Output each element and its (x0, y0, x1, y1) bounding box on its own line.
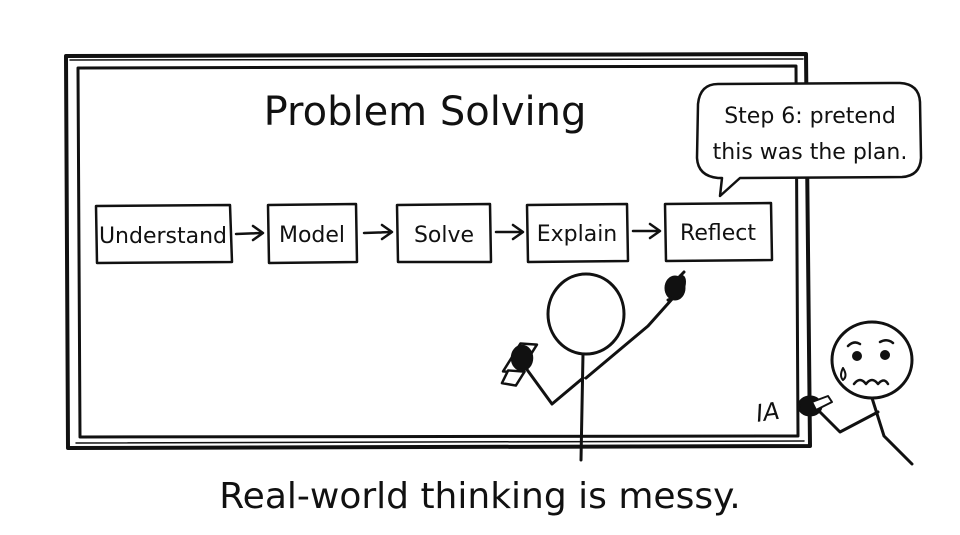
teacher-head (546, 272, 626, 356)
speech-line-2: this was the plan. (713, 140, 908, 165)
arrow-icon (234, 224, 265, 242)
stick-figure-teacher (518, 270, 686, 462)
step-box-solve (395, 202, 493, 264)
flow-arrows (234, 222, 662, 242)
teacher-body (579, 352, 585, 462)
arrow-icon (362, 223, 394, 241)
caption: Real-world thinking is messy. (219, 476, 740, 517)
step-box-explain (525, 202, 630, 264)
step-box-model (266, 202, 359, 265)
worried-arm (816, 408, 880, 434)
step-label-reflect: Reflect (680, 221, 756, 246)
worried-brows (846, 339, 895, 348)
step-labels: Understand Model Solve Explain Reflect (99, 221, 756, 249)
worried-mouth (852, 378, 890, 386)
scribble-text: IA (754, 397, 781, 428)
process-flow (94, 201, 774, 265)
step-label-model: Model (279, 223, 345, 248)
stick-figure-worried (797, 320, 914, 466)
teacher-left-arm (518, 358, 585, 406)
sweat-drop-icon (840, 367, 847, 381)
worried-body (870, 396, 914, 466)
step-box-understand (94, 203, 234, 265)
arrow-icon (494, 223, 525, 241)
worried-head (830, 320, 914, 400)
step-box-reflect (663, 201, 774, 263)
whiteboard (64, 52, 812, 450)
arrow-icon (631, 222, 662, 240)
step-label-solve: Solve (414, 223, 474, 248)
marker-icon (500, 342, 539, 387)
speech-bubble: Step 6: pretend this was the plan. (695, 81, 923, 198)
step-label-explain: Explain (537, 222, 618, 247)
board-title: Problem Solving (264, 89, 587, 135)
step-label-understand: Understand (99, 224, 227, 249)
teacher-right-arm (584, 296, 675, 380)
speech-line-1: Step 6: pretend (724, 104, 896, 129)
